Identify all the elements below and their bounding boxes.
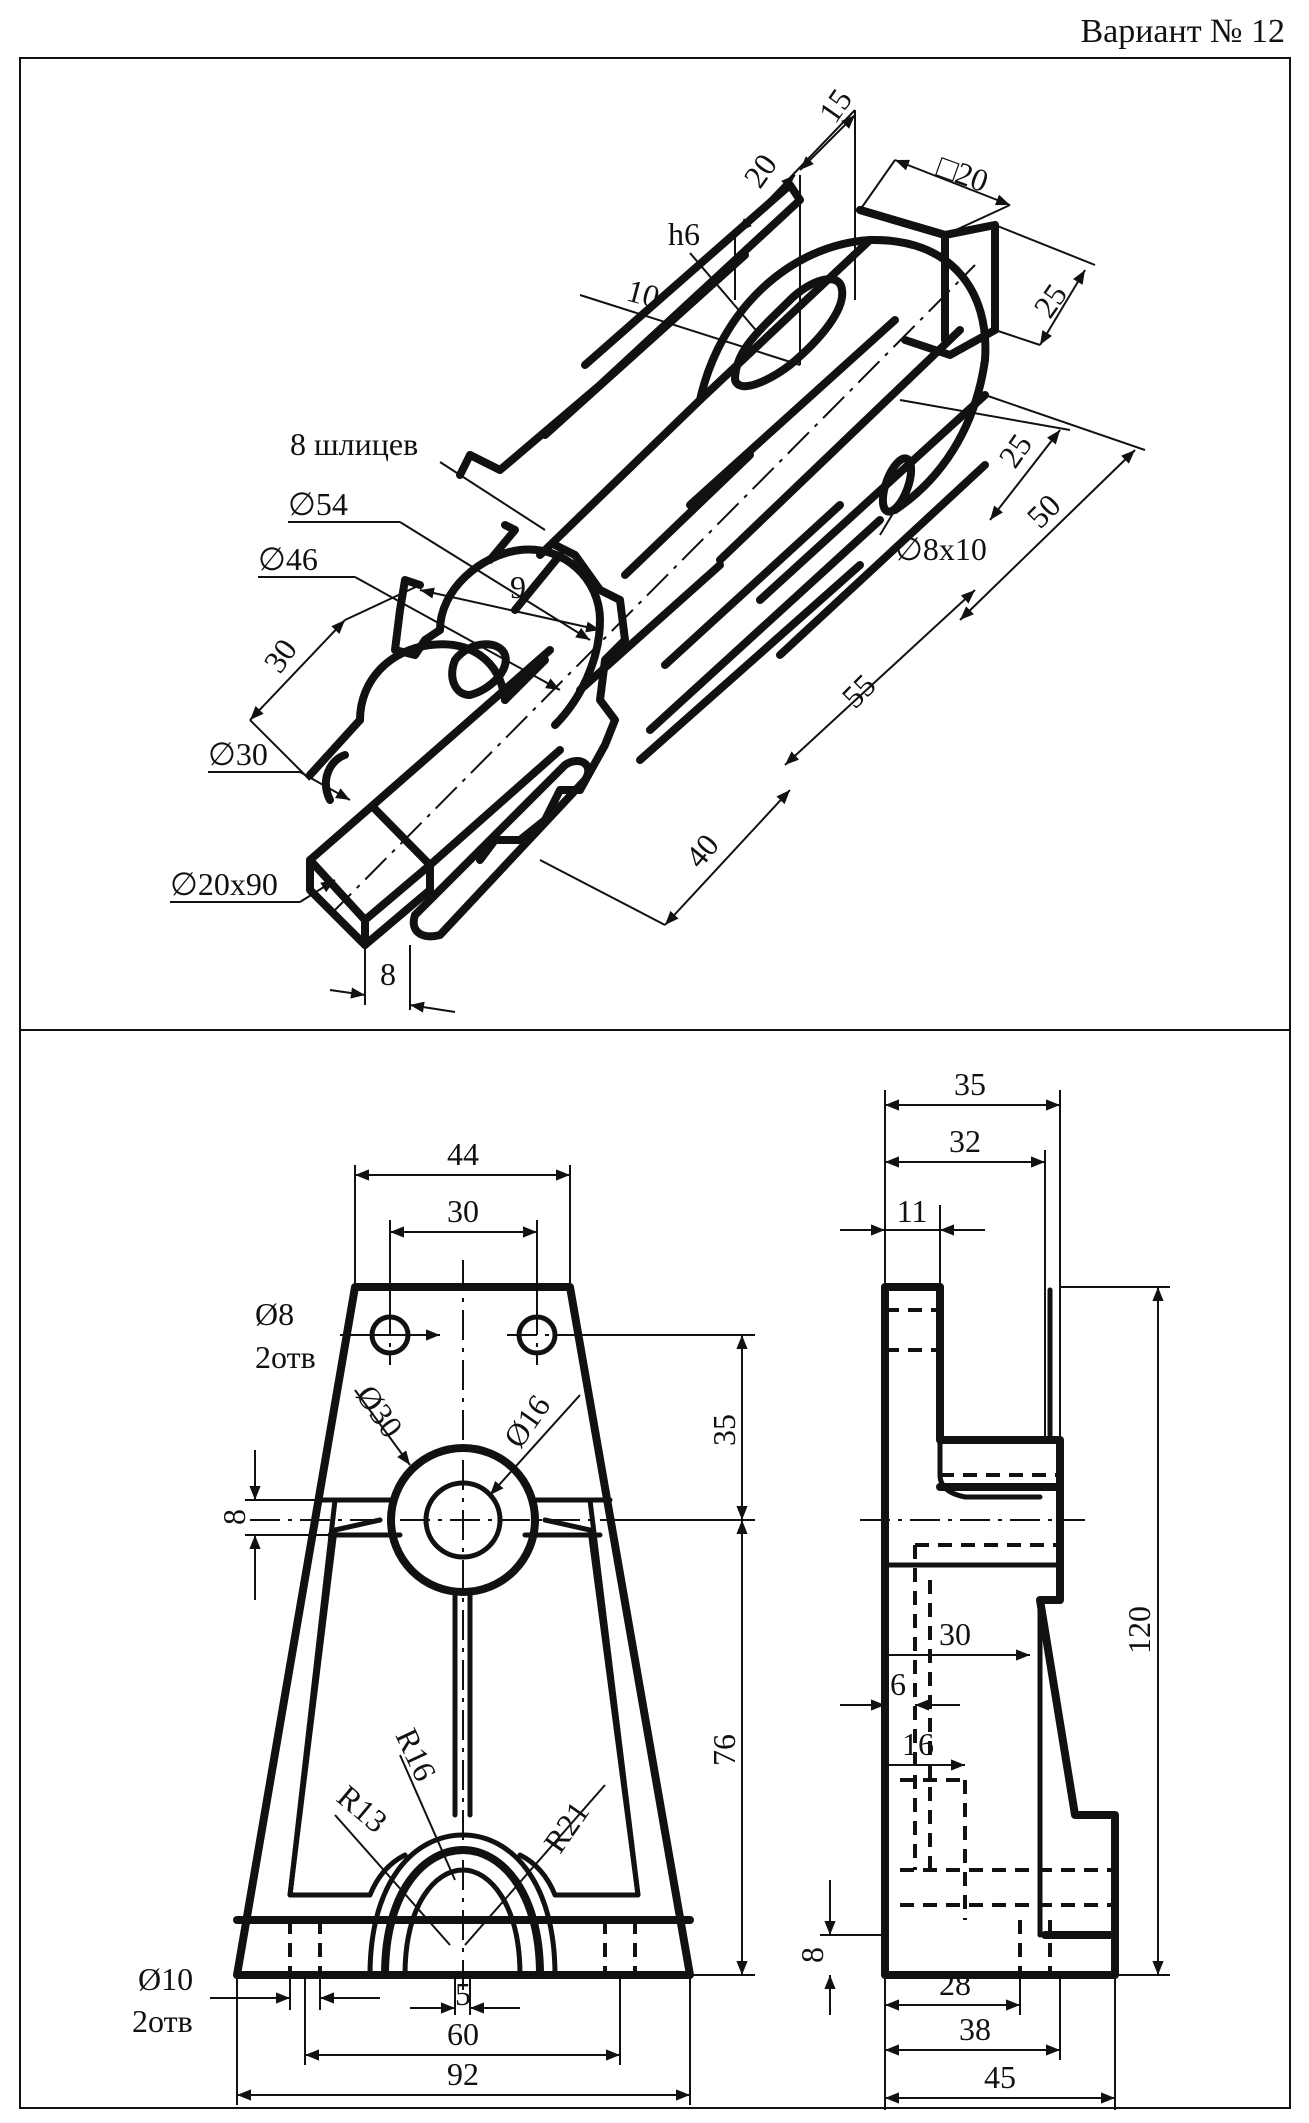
dim-r16: R16 (389, 1723, 444, 1787)
side-view (860, 1283, 1119, 1979)
dim-r13: R13 (331, 1778, 395, 1840)
dim-8-iso: 8 (380, 956, 396, 992)
dim-8-front: 8 (216, 1509, 252, 1525)
dim-11: 11 (897, 1193, 928, 1229)
dim-55: 55 (834, 667, 882, 715)
dim-10: 10 (623, 272, 663, 315)
dim-44: 44 (447, 1136, 479, 1172)
front-view (233, 1260, 700, 1990)
dim-diameter-10: Ø10 (138, 1961, 193, 1997)
label-2-holes-top: 2отв (255, 1339, 316, 1375)
dim-diameter-46: ∅46 (258, 541, 318, 577)
dim-92: 92 (447, 2056, 479, 2092)
dim-9: 9 (510, 569, 526, 605)
dim-120: 120 (1121, 1606, 1157, 1654)
dim-38: 38 (959, 2011, 991, 2047)
dim-25-square: 25 (1026, 277, 1074, 324)
dim-20: 20 (736, 147, 784, 194)
dim-30-side: 30 (939, 1616, 971, 1652)
dim-35-front: 35 (706, 1414, 742, 1446)
dim-h6: h6 (668, 216, 700, 252)
dim-diameter-30-front: Ø30 (349, 1378, 410, 1444)
side-view-dimensions: 35 32 11 120 30 6 16 8 28 (794, 1066, 1170, 2110)
label-8-splines: 8 шлицев (290, 426, 418, 462)
dim-50: 50 (1019, 487, 1067, 535)
variant-title: Вариант № 12 (1080, 13, 1285, 50)
dim-32: 32 (949, 1123, 981, 1159)
dim-6: 6 (890, 1666, 906, 1702)
label-2-holes-bottom: 2отв (132, 2003, 193, 2039)
dim-30-front: 30 (447, 1193, 479, 1229)
dim-diameter-30-iso: ∅30 (208, 736, 268, 772)
dim-diameter-54: ∅54 (288, 486, 348, 522)
isometric-shaft-view (306, 181, 999, 949)
dim-hole-8x10: ∅8x10 (895, 531, 987, 567)
dim-diameter-20x90: ∅20x90 (170, 866, 278, 902)
dim-diameter-16: Ø16 (496, 1388, 557, 1454)
drawing-frame (19, 57, 1291, 2109)
dim-16-side: 16 (902, 1726, 934, 1762)
dim-28: 28 (939, 1966, 971, 2002)
dim-5: 5 (455, 1976, 471, 2012)
dim-15: 15 (811, 82, 859, 129)
dim-45: 45 (984, 2059, 1016, 2095)
dim-35-side: 35 (954, 1066, 986, 1102)
dim-60: 60 (447, 2016, 479, 2052)
dim-8-side: 8 (794, 1947, 830, 1963)
dim-square-20: □20 (933, 148, 994, 199)
dim-76: 76 (706, 1734, 742, 1766)
front-view-dimensions: 44 30 Ø8 2отв Ø30 Ø16 35 76 8 R16 R (132, 1136, 755, 2105)
dim-diameter-8: Ø8 (255, 1296, 294, 1332)
